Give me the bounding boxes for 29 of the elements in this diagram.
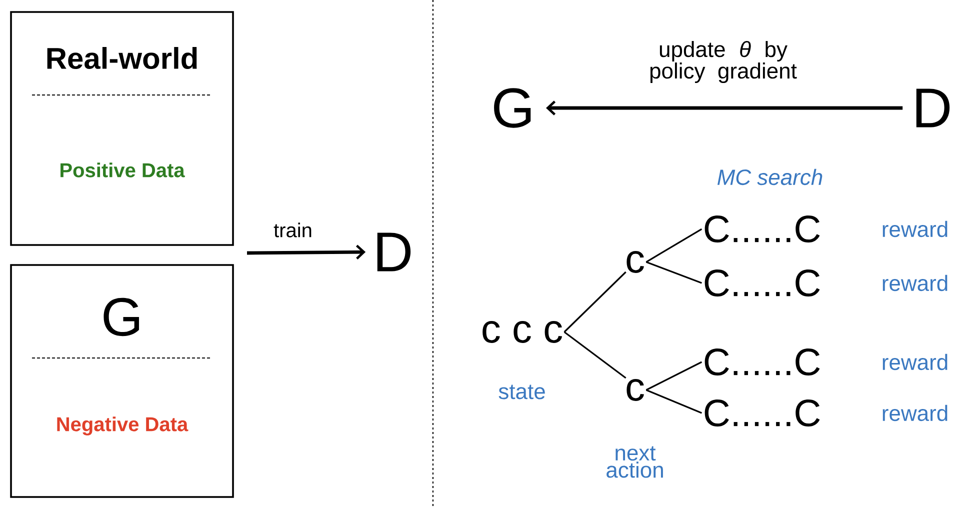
edge-label: train (274, 222, 312, 238)
token-sequence: c c c (482, 321, 562, 343)
arrow (546, 100, 903, 116)
data-box: Real-world Positive Data (10, 11, 234, 246)
data-box: G Negative Data (10, 264, 234, 498)
letter-label: G (494, 88, 531, 128)
token-sequence: C......C (704, 400, 820, 426)
tree-branch (646, 389, 702, 414)
token-sequence: C......C (704, 216, 820, 242)
state-label: state (498, 384, 545, 400)
reward-label: reward (882, 404, 948, 422)
reward-label: reward (882, 220, 948, 238)
token-sequence: C......C (704, 270, 820, 296)
tree-branch (646, 361, 702, 391)
reward-label: reward (882, 354, 948, 370)
reward-label: reward (882, 274, 948, 292)
token: c (626, 379, 644, 401)
tree-branch (564, 271, 626, 333)
token-sequence: C......C (704, 348, 820, 376)
tree-branch (646, 228, 702, 263)
caption-text: MC search (718, 168, 822, 186)
tree-branch (564, 331, 626, 379)
action-label: next action (606, 446, 663, 478)
edge-label: update θ by policy gradient (650, 41, 797, 83)
tree-branch (646, 261, 702, 284)
letter-label: D (377, 232, 411, 272)
arrow (247, 244, 366, 260)
token: c (626, 251, 644, 273)
letter-label: D (916, 88, 950, 128)
